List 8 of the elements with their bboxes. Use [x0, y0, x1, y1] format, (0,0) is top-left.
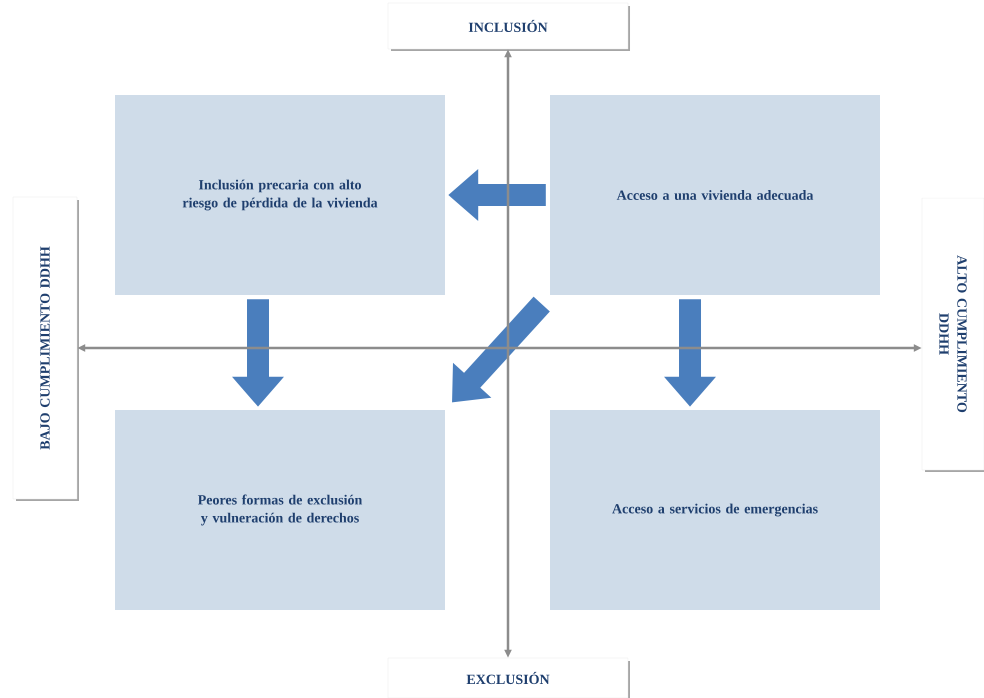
quadrant-box: Acceso a una vivienda adecuada	[550, 95, 880, 295]
axis-label: INCLUSIÓN	[388, 2, 630, 51]
axis-label: ALTO CUMPLIMIENTO DDHH	[922, 198, 984, 472]
quadrant-box: Acceso a servicios de emergencias	[550, 410, 880, 610]
quadrant-box: Peores formas de exclusión y vulneración de derechos	[115, 410, 445, 610]
axis-label: BAJO CUMPLIMIENTO DDHH	[12, 196, 79, 501]
quadrant-box: Inclusión precaria con alto riesgo de pérdida de la vivienda	[115, 95, 445, 295]
axis-label: EXCLUSIÓN	[388, 658, 630, 698]
